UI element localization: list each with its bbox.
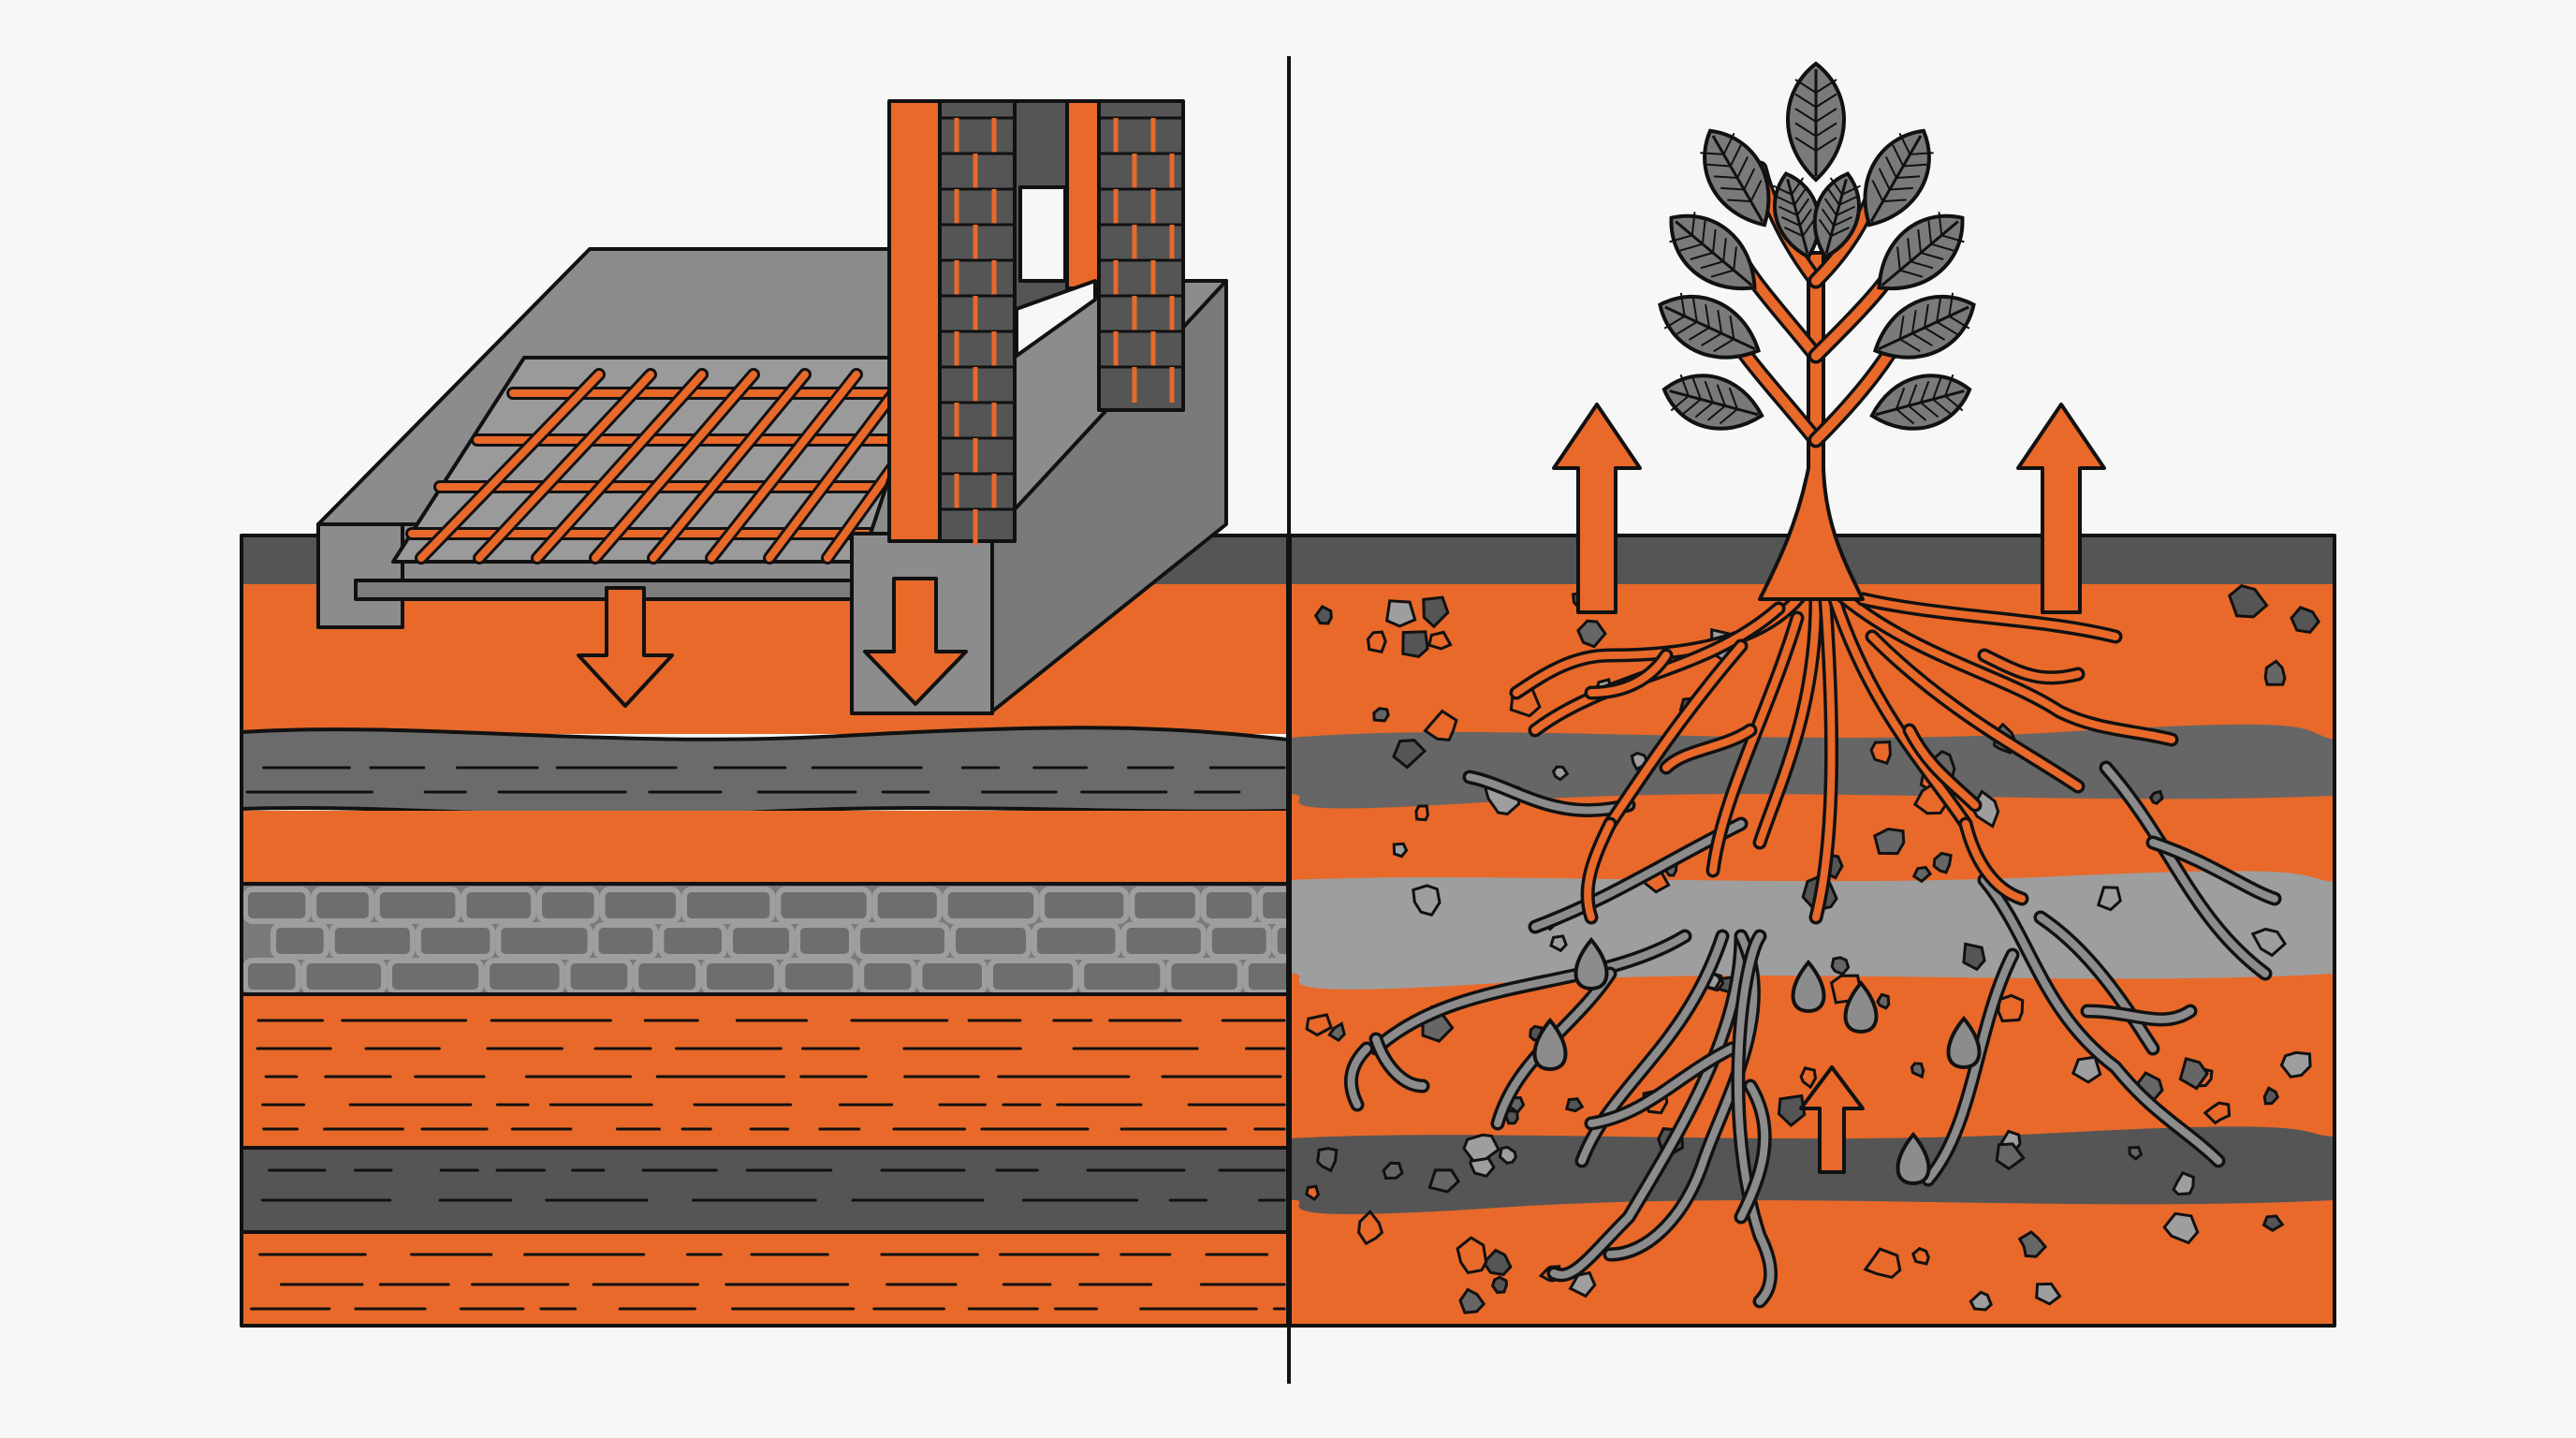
down-arrow [577,586,674,708]
left-dark-striped-layer [242,1148,1288,1232]
orange-roots [1509,573,2179,925]
leaf [1658,292,1762,360]
left-soil-cross-section [242,536,1288,1326]
right-grey-band [1290,871,2334,990]
rock-cells [242,887,1288,995]
up-arrow [2016,403,2106,614]
left-orange-layer-2 [242,811,1288,884]
right-dark-band-2 [1290,1126,2334,1214]
tree-leaves [1658,61,1976,431]
leaf [1786,61,1846,183]
leaf [1877,212,1965,291]
leaf [1669,212,1757,291]
left-grey-clay-layer [242,726,1288,818]
water-droplets [1532,936,1982,1186]
down-arrow [863,577,968,706]
leaf [1700,128,1771,227]
leaf [1872,292,1976,360]
foundation-structure [316,99,1228,715]
leaf [1869,374,1972,431]
leaf [1772,171,1822,260]
leaf [1661,374,1764,431]
up-arrow [1552,403,1642,614]
soil-pebbles [1305,584,2320,1314]
brick-wall-right [1065,99,1185,412]
window-opening [1013,99,1097,358]
tree [1509,61,2179,925]
brick-wall-left [887,99,1017,545]
left-bottom-orange-layer [242,1232,1288,1326]
sediment-dashes [245,766,1286,1311]
grey-roots [1343,760,2282,1309]
up-arrow [1799,1065,1865,1174]
leaf [1863,128,1934,227]
left-orange-striped-layer [242,994,1288,1148]
leaf [1812,171,1862,260]
